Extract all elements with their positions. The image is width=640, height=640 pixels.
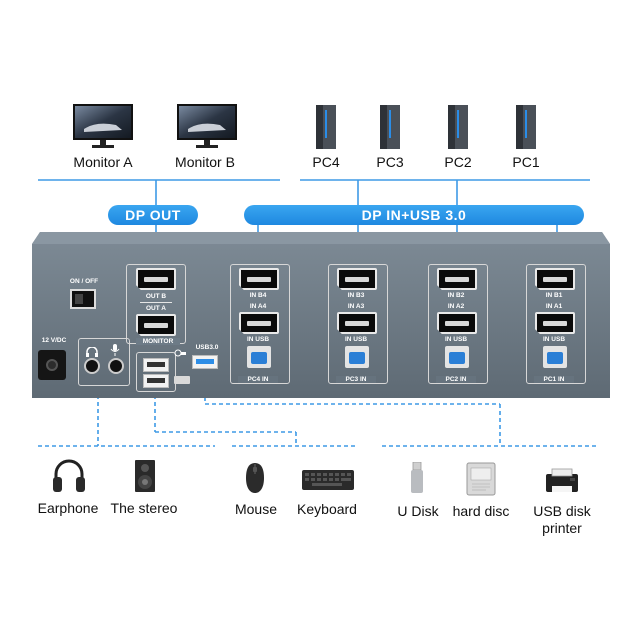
mouse-label: Mouse: [234, 501, 278, 517]
usb-hid-icon: [174, 344, 186, 357]
pc2-input-group: [428, 264, 488, 384]
pc2-in-b-label: IN B2: [447, 292, 465, 299]
pc1-in-a-label: IN A1: [545, 303, 563, 310]
monitor-b-label: Monitor B: [175, 154, 235, 170]
pc1-tower-icon: [514, 104, 538, 150]
usb-a-port-mouse[interactable]: [143, 374, 169, 388]
stereo-label: The stereo: [110, 500, 178, 516]
pc1-usb-b-port[interactable]: [543, 346, 567, 368]
dp-out-b-port[interactable]: [136, 268, 176, 290]
out-divider: [140, 302, 172, 303]
pc4-in-label: PC4 IN: [238, 376, 278, 383]
usb-a-port-keyboard[interactable]: [143, 358, 169, 372]
pc3-in-a-label: IN A3: [347, 303, 365, 310]
usb30-label: USB3.0: [195, 344, 219, 351]
pc3-dp-in-a-port[interactable]: [337, 312, 377, 334]
pc2-dp-in-b-port[interactable]: [437, 268, 477, 290]
monitor-b-icon: [176, 103, 238, 149]
pc2-in-a-label: IN A2: [447, 303, 465, 310]
usb30-symbol-icon: [174, 376, 190, 384]
microphone-jack-icon: [110, 343, 120, 356]
pc3-input-group: [328, 264, 388, 384]
dp-out-banner: DP OUT: [108, 205, 198, 225]
pc3-in-b-label: IN B3: [347, 292, 365, 299]
u-disk-label: U Disk: [397, 503, 439, 519]
pc2-in-usb-label: IN USB: [444, 336, 468, 343]
pc2-label: PC2: [444, 154, 472, 170]
pc1-in-b-label: IN B1: [545, 292, 563, 299]
keyboard-label: Keyboard: [297, 501, 357, 517]
dc-jack-socket: [46, 359, 58, 371]
headphone-jack-icon: [86, 344, 98, 357]
mouse-icon: [244, 462, 266, 494]
pc4-in-a-label: IN A4: [249, 303, 267, 310]
printer-label: USB disk printer: [533, 503, 591, 536]
out-a-label: OUT A: [146, 305, 166, 312]
pc4-label: PC4: [312, 154, 340, 170]
power-switch-label: ON / OFF: [69, 278, 99, 285]
dp-in-usb-banner: DP IN+USB 3.0: [244, 205, 584, 225]
pc1-in-usb-label: IN USB: [542, 336, 566, 343]
monitor-a-icon: [72, 103, 134, 149]
pc3-in-usb-label: IN USB: [344, 336, 368, 343]
power-switch[interactable]: [70, 289, 96, 309]
pc4-tower-icon: [314, 104, 338, 150]
headphones-icon: [52, 458, 86, 494]
monitor-group-label: MONITOR: [136, 338, 180, 345]
microphone-jack[interactable]: [108, 358, 124, 374]
dp-out-a-port[interactable]: [136, 314, 176, 336]
pc4-in-b-label: IN B4: [249, 292, 267, 299]
pc4-usb-b-port[interactable]: [247, 346, 271, 368]
headphone-jack[interactable]: [84, 358, 100, 374]
pc1-dp-in-b-port[interactable]: [535, 268, 575, 290]
monitor-a-label: Monitor A: [73, 154, 133, 170]
pc3-usb-b-port[interactable]: [345, 346, 369, 368]
pc1-dp-in-a-port[interactable]: [535, 312, 575, 334]
out-b-label: OUT B: [145, 293, 167, 300]
usb30-port[interactable]: [192, 355, 218, 369]
speaker-icon: [134, 459, 156, 493]
dc-input-label: 12 V/DC: [41, 337, 67, 344]
pc2-tower-icon: [446, 104, 470, 150]
pc3-in-label: PC3 IN: [336, 376, 376, 383]
pc2-dp-in-a-port[interactable]: [437, 312, 477, 334]
power-switch-rocker: [75, 294, 83, 304]
pc1-input-group: [526, 264, 586, 384]
pc3-dp-in-b-port[interactable]: [337, 268, 377, 290]
pc3-tower-icon: [378, 104, 402, 150]
hard-disc-label: hard disc: [452, 503, 510, 519]
usb-drive-icon: [410, 461, 424, 494]
pc4-input-group: [230, 264, 290, 384]
dc-power-jack[interactable]: [38, 350, 66, 380]
audio-group: [78, 338, 130, 386]
hard-disk-icon: [466, 462, 496, 496]
pc1-label: PC1: [512, 154, 540, 170]
pc4-dp-in-b-port[interactable]: [239, 268, 279, 290]
pc1-in-label: PC1 IN: [534, 376, 574, 383]
keyboard-icon: [302, 468, 354, 492]
pc4-in-usb-label: IN USB: [246, 336, 270, 343]
earphone-label: Earphone: [37, 500, 99, 516]
pc4-dp-in-a-port[interactable]: [239, 312, 279, 334]
pc2-in-label: PC2 IN: [436, 376, 476, 383]
usb-hid-group: [136, 352, 176, 392]
printer-icon: [544, 468, 580, 496]
pc2-usb-b-port[interactable]: [445, 346, 469, 368]
pc3-label: PC3: [376, 154, 404, 170]
